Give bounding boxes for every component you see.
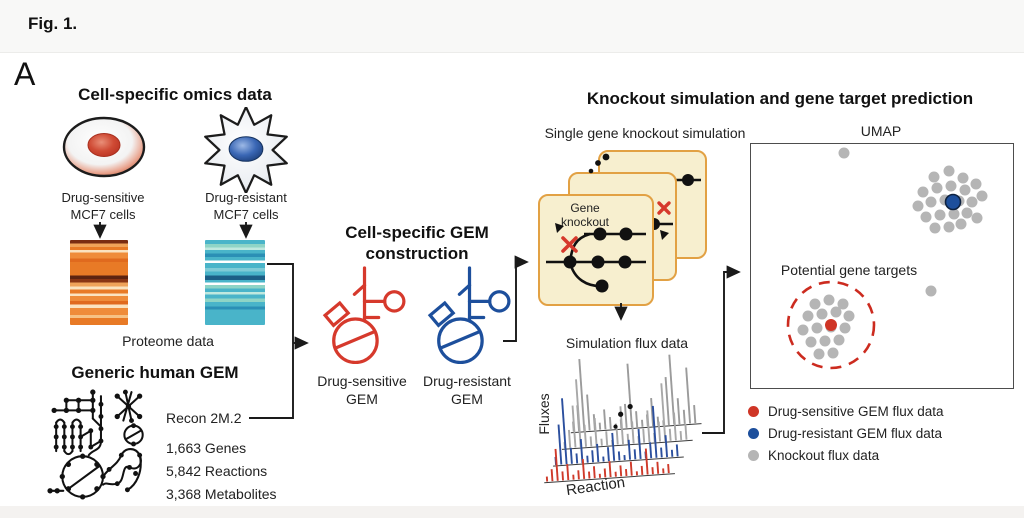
- legend: Drug-sensitive GEM flux data Drug-resist…: [748, 400, 944, 466]
- omics-heading: Cell-specific omics data: [78, 85, 272, 104]
- umap-scatter: [786, 147, 988, 370]
- panel-label: A: [14, 56, 36, 92]
- drug-resistant-gem-icon: [427, 266, 511, 365]
- legend-item-knockout: Knockout flux data: [748, 444, 944, 466]
- drug-sensitive-gem-icon: [322, 266, 406, 365]
- proteome-data-label: Proteome data: [122, 333, 214, 349]
- figure-number: Fig. 1.: [28, 14, 78, 33]
- stat-metabolites: 3,368 Metabolites: [166, 486, 277, 502]
- drug-sensitive-cell-label: Drug-sensitive MCF7 cells: [61, 190, 145, 222]
- viewer-header: [0, 0, 1024, 53]
- metabolic-network-graphic: [47, 389, 144, 500]
- flux-chart: [544, 354, 702, 484]
- stat-reactions: 5,842 Reactions: [166, 463, 268, 479]
- drug-resistant-cell-label: Drug-resistant MCF7 cells: [205, 190, 287, 222]
- flux-chart-title: Simulation flux data: [565, 335, 689, 351]
- ellipsis-dots-icon: [588, 153, 610, 174]
- drug-sensitive-gem-label: Drug-sensitive GEM: [317, 373, 407, 408]
- legend-item-sensitive: Drug-sensitive GEM flux data: [748, 400, 944, 422]
- knockout-card-front: Gene knockout: [538, 194, 654, 306]
- umap-title: UMAP: [860, 123, 902, 139]
- generic-gem-heading: Generic human GEM: [71, 363, 239, 382]
- gem-stats: 1,663 Genes 5,842 Reactions 3,368 Metabo…: [166, 437, 277, 506]
- proteome-heatmap-sensitive: [70, 240, 128, 325]
- stat-genes: 1,663 Genes: [166, 440, 247, 456]
- gene-knockout-annotation: Gene knockout: [560, 201, 610, 229]
- legend-label: Knockout flux data: [768, 447, 880, 463]
- potential-targets-dashed-circle: [786, 280, 876, 370]
- flux-y-axis-label: Fluxes: [536, 393, 552, 435]
- legend-dot-resistant: [748, 427, 759, 439]
- legend-label: Drug-resistant GEM flux data: [768, 425, 943, 441]
- single-knockout-label: Single gene knockout simulation: [544, 125, 746, 141]
- proteome-heatmap-resistant: [205, 240, 265, 325]
- knockout-card-front-network: [546, 223, 646, 293]
- legend-dot-sensitive: [748, 405, 759, 417]
- umap-plot: Potential gene targets: [750, 143, 1014, 389]
- potential-gene-targets-label: Potential gene targets: [780, 262, 918, 278]
- gem-construction-heading: Cell-specific GEM construction: [345, 223, 489, 264]
- knockout-heading: Knockout simulation and gene target pred…: [586, 89, 974, 108]
- drug-resistant-gem-label: Drug-resistant GEM: [423, 373, 511, 408]
- legend-item-resistant: Drug-resistant GEM flux data: [748, 422, 944, 444]
- viewer-footer-band: [0, 506, 1024, 518]
- legend-dot-knockout: [748, 449, 759, 461]
- drug-sensitive-cell-icon: [62, 116, 146, 178]
- recon-model-label: Recon 2M.2: [166, 410, 242, 426]
- legend-label: Drug-sensitive GEM flux data: [768, 403, 944, 419]
- drug-resistant-cell-icon: [204, 107, 288, 193]
